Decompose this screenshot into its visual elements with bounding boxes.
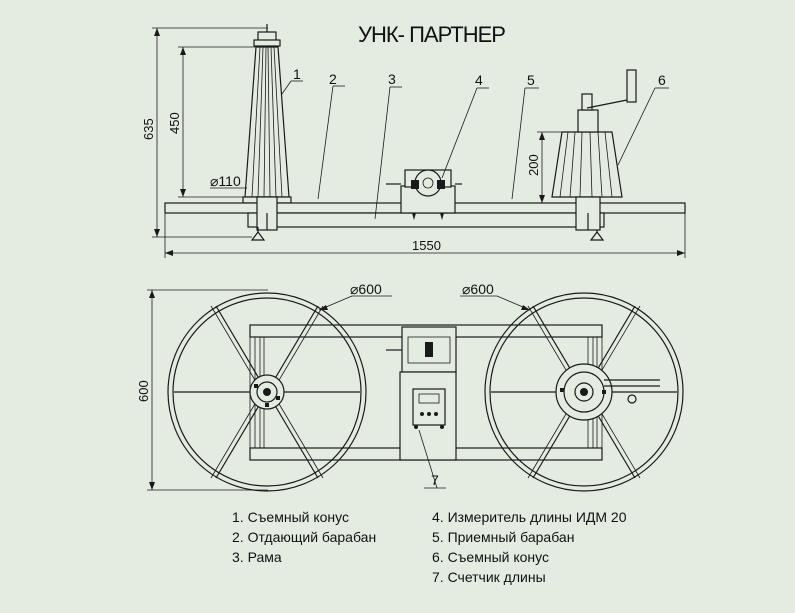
legend-item: 3. Рама [232,549,282,565]
top-view: 600 [136,281,684,492]
dim-total-height: 635 [141,118,156,140]
drawing-title: УНК- ПАРТНЕР [358,22,505,47]
callout-6: 6 [658,72,666,88]
side-view: 635 450 ⌀110 [141,24,686,258]
dim-width: 600 [136,380,151,402]
dim-frame-length: 1550 [412,238,441,253]
callout-7: 7 [431,472,439,488]
callout-5: 5 [527,72,535,88]
frame-side [247,212,605,228]
legend-item: 1. Съемный конус [232,509,349,525]
length-meter-side [386,169,462,220]
callout-1: 1 [293,66,301,82]
right-cone [551,69,637,231]
legend-item: 7. Счетчик длины [432,569,546,585]
legend-right: 4. Измеритель длины ИДМ 20 5. Приемный б… [432,507,627,587]
right-drum-top [484,292,684,492]
dim-cone-diameter: ⌀110 [210,173,241,189]
legend-item: 5. Приемный барабан [432,529,575,545]
callout-3: 3 [388,71,396,87]
legend-item: 2. Отдающий барабан [232,529,377,545]
dim-receiver-height: 200 [526,154,541,176]
legend-item: 4. Измеритель длины ИДМ 20 [432,509,627,525]
callout-4: 4 [475,72,483,88]
callout-2: 2 [329,71,337,87]
dim-drum-right-diameter: ⌀600 [462,281,494,297]
legend-item: 6. Съемный конус [432,549,549,565]
left-drum-top [167,292,367,492]
dim-drum-left-diameter: ⌀600 [350,281,382,297]
left-cone [242,24,292,204]
legend-left: 1. Съемный конус 2. Отдающий барабан 3. … [232,507,376,567]
dim-cone-height: 450 [167,112,182,134]
